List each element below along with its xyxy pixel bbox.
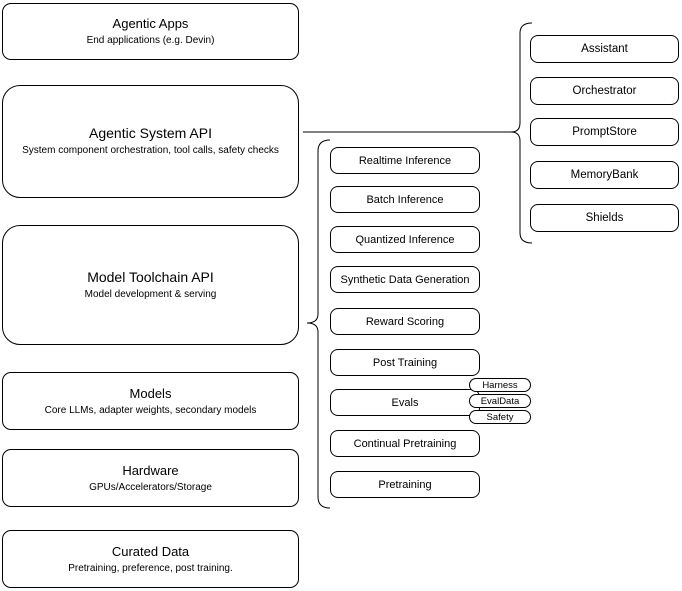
node-batch-inference: Batch Inference	[330, 186, 480, 213]
node-title: Agentic System API	[89, 125, 212, 141]
tag-evaldata: EvalData	[469, 394, 531, 408]
tag-label: Harness	[482, 379, 518, 391]
node-label: PromptStore	[572, 126, 637, 138]
node-agentic-apps: Agentic Apps End applications (e.g. Devi…	[2, 3, 299, 60]
node-label: MemoryBank	[570, 169, 639, 181]
node-subtitle: System component orchestration, tool cal…	[22, 145, 279, 156]
node-post-training: Post Training	[330, 349, 480, 376]
node-subtitle: Core LLMs, adapter weights, secondary mo…	[44, 404, 257, 416]
brace-middle-group	[306, 139, 331, 509]
node-label: Post Training	[372, 356, 438, 369]
node-label: Batch Inference	[366, 193, 444, 206]
node-curated-data: Curated Data Pretraining, preference, po…	[2, 530, 299, 588]
node-subtitle: Model development & serving	[84, 288, 217, 300]
node-label: Orchestrator	[572, 85, 637, 97]
node-memorybank: MemoryBank	[530, 161, 679, 189]
node-title: Curated Data	[111, 543, 190, 559]
node-subtitle: Pretraining, preference, post training.	[68, 562, 233, 574]
node-label: Reward Scoring	[365, 315, 445, 328]
node-quantized-inference: Quantized Inference	[330, 226, 480, 253]
node-evals: Evals	[330, 389, 480, 416]
node-hardware: Hardware GPUs/Accelerators/Storage	[2, 449, 299, 507]
node-label: Synthetic Data Generation	[340, 273, 470, 286]
node-synthetic-data-generation: Synthetic Data Generation	[330, 266, 480, 293]
node-subtitle: GPUs/Accelerators/Storage	[89, 481, 212, 493]
node-model-toolchain-api: Model Toolchain API Model development & …	[2, 225, 299, 345]
tag-safety: Safety	[469, 410, 531, 424]
node-assistant: Assistant	[530, 35, 679, 63]
node-orchestrator: Orchestrator	[530, 77, 679, 105]
node-title: Hardware	[122, 462, 179, 478]
node-subtitle: End applications (e.g. Devin)	[86, 35, 215, 46]
node-label: Quantized Inference	[355, 233, 455, 246]
tag-harness: Harness	[469, 378, 531, 392]
node-title: Model Toolchain API	[87, 268, 214, 285]
node-label: Assistant	[581, 43, 628, 55]
node-shields: Shields	[530, 204, 679, 232]
node-label: Pretraining	[378, 478, 432, 491]
node-title: Agentic Apps	[112, 16, 189, 31]
node-agentic-system-api: Agentic System API System component orch…	[2, 85, 299, 198]
node-pretraining: Pretraining	[330, 471, 480, 498]
node-label: Realtime Inference	[358, 154, 452, 167]
node-label: Shields	[585, 212, 624, 224]
node-label: Continual Pretraining	[353, 437, 457, 450]
node-title: Models	[129, 385, 172, 401]
node-realtime-inference: Realtime Inference	[330, 147, 480, 174]
node-promptstore: PromptStore	[530, 118, 679, 146]
tag-label: EvalData	[480, 395, 520, 407]
node-label: Evals	[391, 396, 419, 409]
node-continual-pretraining: Continual Pretraining	[330, 430, 480, 457]
brace-right-group	[510, 22, 533, 244]
tag-label: Safety	[486, 411, 514, 423]
node-reward-scoring: Reward Scoring	[330, 308, 480, 335]
node-models: Models Core LLMs, adapter weights, secon…	[2, 372, 299, 430]
